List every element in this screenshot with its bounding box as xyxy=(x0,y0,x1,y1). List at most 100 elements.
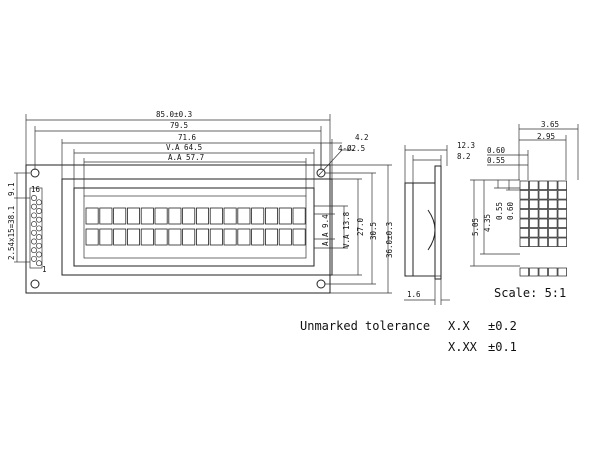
pin-label-16: 16 xyxy=(31,185,41,194)
tolerance-label: Unmarked tolerance xyxy=(300,319,430,333)
matrix-dot xyxy=(538,237,548,247)
char-cell xyxy=(292,207,306,225)
char-cell xyxy=(85,207,99,225)
dim-aa-height: A.A 9.4 xyxy=(321,214,330,246)
char-cell xyxy=(223,228,237,246)
dim-hole-dia: 4-Ø2.5 xyxy=(338,144,365,153)
char-cell xyxy=(113,207,127,225)
matrix-dot xyxy=(557,180,567,190)
dim-dot-size-v: 0.55 xyxy=(495,202,504,220)
char-cell xyxy=(140,207,154,225)
char-cell xyxy=(127,207,141,225)
matrix-dot xyxy=(529,180,539,190)
char-cell xyxy=(209,228,223,246)
dim-hole-pitch: 79.5 xyxy=(170,121,188,130)
matrix-dot xyxy=(548,228,558,238)
char-cell xyxy=(154,228,168,246)
matrix-dot xyxy=(557,199,567,209)
dim-dot-pitch-v: 0.60 xyxy=(506,201,515,220)
matrix-dot xyxy=(538,180,548,190)
dim-dot-size: 0.55 xyxy=(487,156,505,165)
matrix-dot xyxy=(529,228,539,238)
pin xyxy=(31,255,37,262)
tolerance-row2-format: X.XX xyxy=(448,340,478,354)
char-cell xyxy=(292,228,306,246)
char-cell xyxy=(85,228,99,246)
matrix-dot xyxy=(557,237,567,247)
scale-label: Scale: 5:1 xyxy=(494,286,566,300)
char-cell xyxy=(127,228,141,246)
pin xyxy=(36,199,42,206)
char-cell xyxy=(113,228,127,246)
matrix-dot xyxy=(538,218,548,228)
side-view: 12.3 8.2 1.6 xyxy=(404,141,475,305)
dim-char-height: 5.05 xyxy=(471,218,480,236)
matrix-dot xyxy=(538,190,548,200)
front-view: 16 1 85.0±0.3 79.5 71.6 V.A 64.5 A.A 57.… xyxy=(7,110,394,294)
dim-hole-offset: 4.2 xyxy=(355,133,369,142)
pin xyxy=(36,225,42,232)
pin xyxy=(31,247,37,254)
dim-va-height: V.A 13.8 xyxy=(342,211,351,248)
char-cell xyxy=(154,207,168,225)
matrix-dot xyxy=(529,237,539,247)
matrix-dot xyxy=(519,218,529,228)
matrix-dot xyxy=(519,190,529,200)
cursor-row xyxy=(519,267,567,277)
pin xyxy=(36,234,42,241)
char-cell xyxy=(168,207,182,225)
matrix-dot xyxy=(519,199,529,209)
matrix-dot xyxy=(519,228,529,238)
cursor-dot xyxy=(519,267,529,277)
matrix-dot xyxy=(557,218,567,228)
dim-side-pcb: 1.6 xyxy=(407,290,421,299)
matrix-dot xyxy=(548,190,558,200)
dot-matrix xyxy=(519,180,567,247)
dim-dot-pitch: 0.60 xyxy=(487,146,506,155)
dim-pin-offset: 9.1 xyxy=(7,182,16,196)
pin-header xyxy=(31,195,42,267)
mount-hole xyxy=(30,279,40,289)
matrix-dot xyxy=(529,218,539,228)
dim-pin-pitch: 2.54x15=38.1 xyxy=(7,206,16,260)
char-cell xyxy=(140,228,154,246)
char-cell xyxy=(264,207,278,225)
dim-hole-pitch-v: 30.5 xyxy=(369,222,378,240)
pin xyxy=(36,251,42,258)
char-cell xyxy=(237,228,251,246)
dim-overall-width: 85.0±0.3 xyxy=(156,110,192,119)
dim-char-dots-h: 4.35 xyxy=(483,214,492,232)
matrix-dot xyxy=(548,237,558,247)
dim-bezel-width: 71.6 xyxy=(178,133,197,142)
tolerance-row2-value: ±0.1 xyxy=(488,340,517,354)
tolerance-row1-value: ±0.2 xyxy=(488,319,517,333)
pin xyxy=(36,208,42,214)
matrix-dot xyxy=(548,209,558,219)
cursor-dot xyxy=(548,267,558,277)
cursor-dot xyxy=(529,267,539,277)
char-cell xyxy=(278,207,292,225)
dim-bezel-height: 27.0 xyxy=(356,217,365,236)
pin xyxy=(31,229,37,236)
matrix-dot xyxy=(557,190,567,200)
dim-side-depth: 12.3 xyxy=(457,141,475,150)
dim-char-width: 3.65 xyxy=(541,120,559,129)
dim-active-area: A.A 57.7 xyxy=(168,153,204,162)
matrix-dot xyxy=(548,218,558,228)
pin xyxy=(31,238,37,245)
matrix-dot xyxy=(548,180,558,190)
matrix-dot xyxy=(548,199,558,209)
pin xyxy=(31,221,37,228)
pin xyxy=(36,242,42,249)
char-cell xyxy=(182,228,196,246)
char-cell xyxy=(237,207,251,225)
pin xyxy=(31,195,37,201)
char-cell xyxy=(209,207,223,225)
character-cells xyxy=(85,207,306,246)
matrix-dot xyxy=(519,237,529,247)
char-cell xyxy=(278,228,292,246)
matrix-dot xyxy=(557,209,567,219)
pin xyxy=(36,260,42,267)
matrix-dot xyxy=(529,209,539,219)
char-cell xyxy=(182,207,196,225)
